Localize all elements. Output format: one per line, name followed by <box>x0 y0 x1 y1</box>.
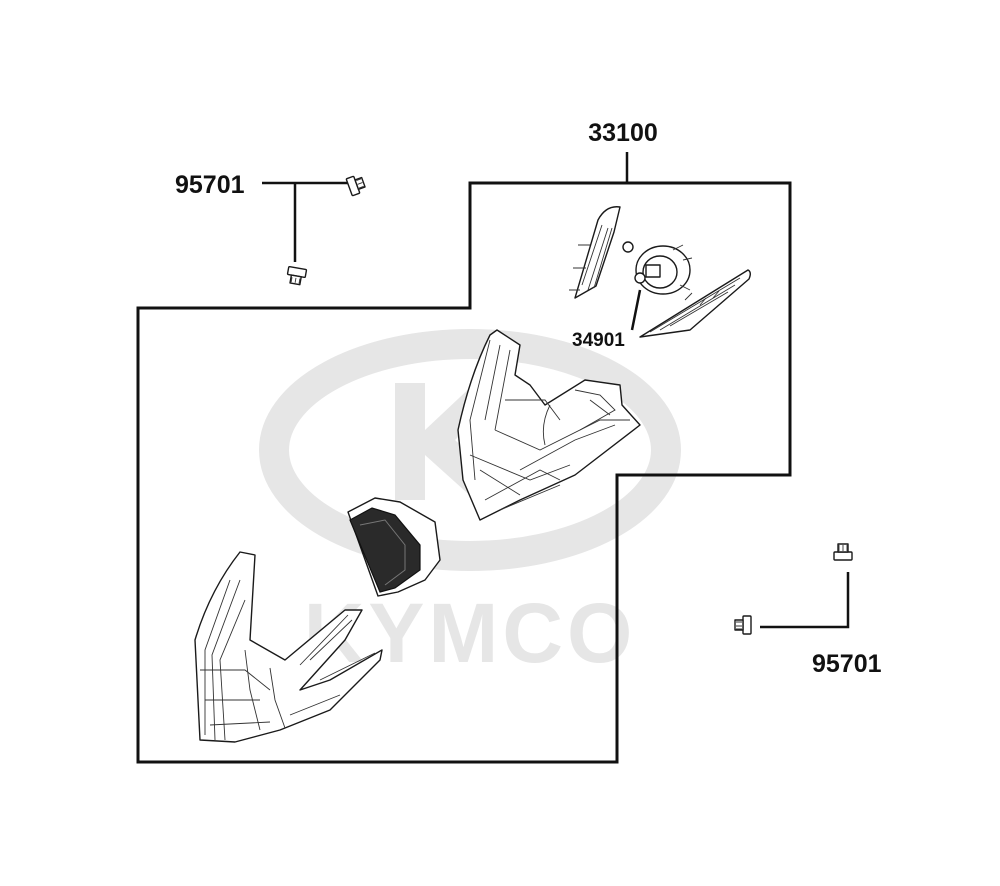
assembly-boundary <box>136 181 792 764</box>
headlight-lens-icon <box>347 497 441 597</box>
headlight-housing-icon <box>457 329 641 521</box>
leader-34901 <box>630 289 642 331</box>
callout-34901: 34901 <box>572 330 625 351</box>
screw-icon <box>286 265 308 286</box>
screw-icon <box>345 175 366 197</box>
screw-icon <box>734 615 752 635</box>
kymco-watermark-logo <box>259 329 681 571</box>
bulb-socket-icon <box>634 244 693 295</box>
callout-95701-lower: 95701 <box>812 650 882 678</box>
leader-95701-upper <box>262 181 348 262</box>
leader-95701-lower <box>760 572 850 629</box>
screw-icon <box>833 543 853 561</box>
reflector-icon <box>569 206 634 299</box>
headlight-cover-icon <box>194 551 383 743</box>
turn-signal-icon <box>639 269 751 338</box>
callout-33100: 33100 <box>588 119 658 147</box>
callout-95701-upper: 95701 <box>175 171 245 199</box>
